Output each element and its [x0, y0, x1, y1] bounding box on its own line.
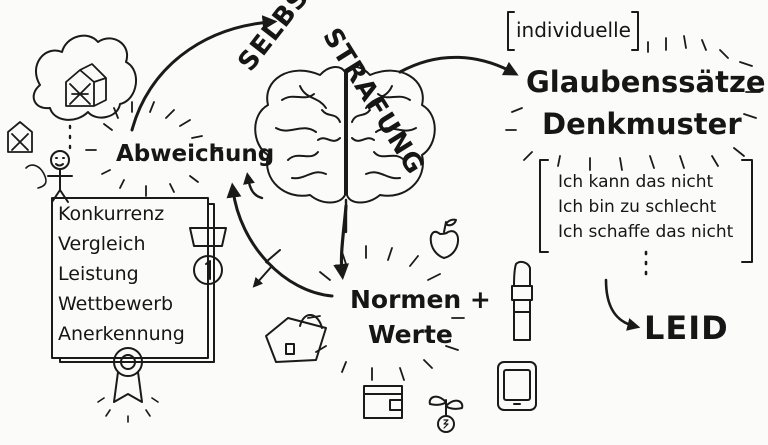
beliefs-bracket	[539, 159, 753, 263]
heading-rays	[505, 35, 761, 171]
apple-icon	[429, 218, 459, 259]
abweichung-rays	[85, 101, 223, 197]
individuelle-tag: individuelle	[516, 18, 631, 42]
list-frame	[51, 197, 209, 359]
smartphone-icon	[497, 361, 537, 411]
handbag-icon	[265, 314, 327, 363]
arrow-denkmuster-to-leid	[604, 278, 641, 331]
small-house-icon	[7, 121, 33, 153]
ribbon-badge-icon	[97, 347, 159, 423]
leid-outcome: LEID	[644, 309, 729, 347]
denkmuster-heading: Denkmuster	[542, 107, 742, 141]
competition-list: Konkurrenz Vergleich Leistung Wettbewerb…	[58, 203, 206, 355]
belief-item: Ich bin zu schlecht	[558, 197, 717, 217]
brain-icon	[254, 66, 436, 234]
list-item: Anerkennung	[58, 323, 185, 345]
money-plant-icon	[428, 395, 464, 433]
person-icon	[25, 150, 73, 203]
medal-icon	[189, 227, 227, 285]
belief-item: Ich kann das nicht	[558, 172, 714, 192]
list-item: Vergleich	[58, 233, 146, 255]
lightning-arrow	[252, 249, 281, 288]
werte-label: Werte	[368, 320, 453, 349]
list-item: Wettbewerb	[58, 293, 174, 315]
belief-item: Ich schaffe das nicht	[558, 222, 734, 242]
arrow-abweichung-to-brain	[243, 172, 264, 200]
abweichung-label: Abweichung	[116, 141, 275, 167]
tag-bracket	[507, 11, 639, 51]
glaubenssaetze-heading: Glaubenssätze	[526, 65, 766, 99]
arrow-selbststrafung-to-glaubenssaetze	[398, 55, 519, 76]
thought-cloud-icon	[32, 34, 138, 121]
lipstick-icon	[511, 260, 533, 341]
wallet-icon	[363, 385, 403, 419]
list-item: Leistung	[58, 263, 139, 285]
arrow-abweichung-to-selbststrafung	[130, 15, 278, 132]
normen-rays	[307, 245, 465, 381]
normen-label: Normen +	[350, 285, 491, 314]
arrow-brain-to-normen	[333, 204, 350, 280]
arrow-normen-to-abweichung	[226, 182, 334, 298]
list-item: Konkurrenz	[58, 203, 165, 225]
list-frame-shadow	[59, 203, 215, 363]
house-icon	[65, 63, 107, 107]
